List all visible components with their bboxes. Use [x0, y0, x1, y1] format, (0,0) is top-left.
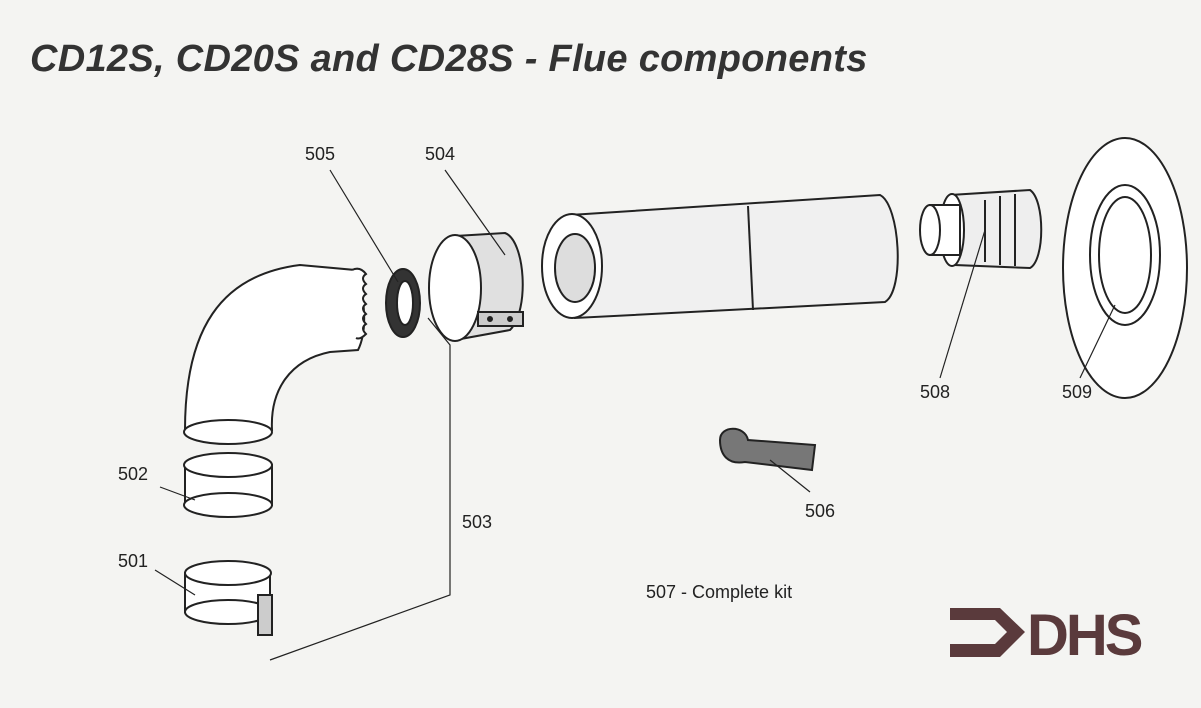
tape-506: [718, 427, 817, 472]
elbow-bend: [183, 263, 368, 445]
clamp-504: [428, 231, 524, 342]
label-506: 506: [805, 501, 835, 521]
wall-plate-509: [1062, 137, 1188, 399]
leader-lines: [154, 169, 1116, 661]
label-505: 505: [305, 144, 335, 164]
label-504: 504: [425, 144, 455, 164]
label-501: 501: [118, 551, 148, 571]
flue-tube: [541, 193, 899, 320]
label-502: 502: [118, 464, 148, 484]
page-title: CD12S, CD20S and CD28S - Flue components: [30, 38, 868, 80]
band-502: [183, 452, 273, 518]
dhs-arrow-icon: DHS: [950, 603, 1145, 668]
label-508: 508: [920, 382, 950, 402]
label-503: 503: [462, 512, 492, 532]
seal-ring: [385, 268, 421, 338]
clamp-501: [184, 560, 273, 636]
label-509: 509: [1062, 382, 1092, 402]
dhs-logo: DHS: [945, 600, 1160, 670]
logo-text: DHS: [1027, 603, 1142, 665]
terminal-508: [919, 188, 1043, 270]
part-labels: 505 504 502 501 503 508 509 506 507 - Co…: [118, 144, 1092, 602]
label-507: 507 - Complete kit: [646, 582, 792, 602]
